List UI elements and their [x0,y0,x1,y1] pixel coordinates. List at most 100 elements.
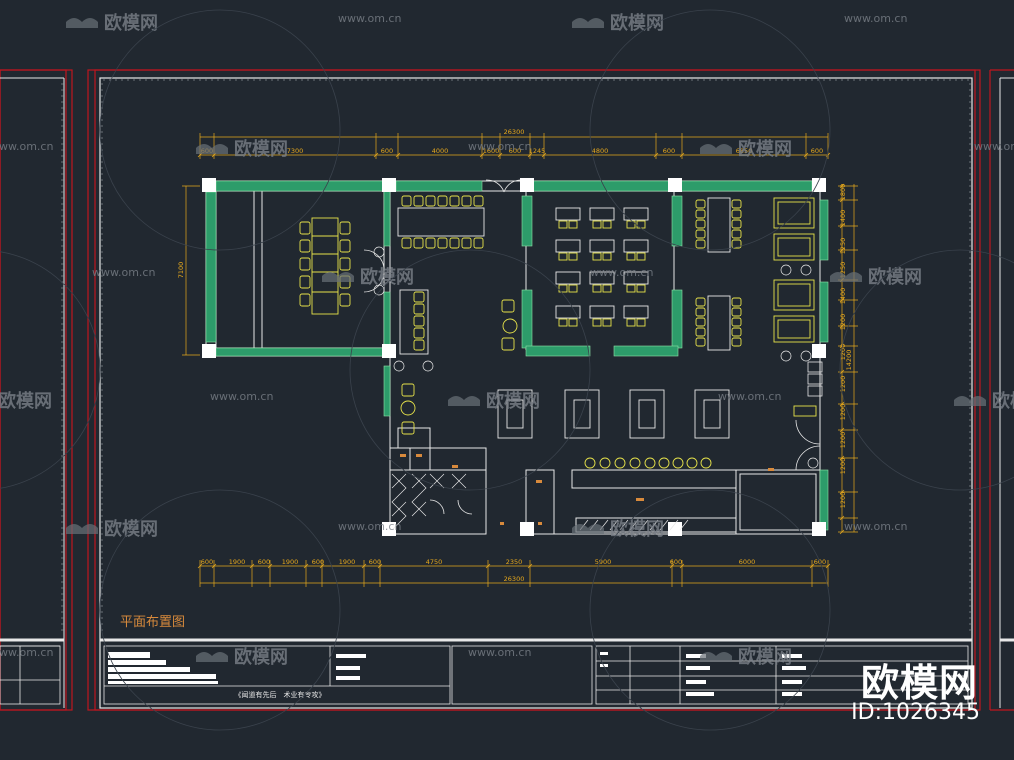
svg-text:欧模网: 欧模网 [486,390,540,412]
dim-top-label: 600 [811,147,823,155]
site-logo: 欧模网 [860,661,978,705]
dim-right-label: 1250 [839,262,847,279]
svg-text:欧模网: 欧模网 [0,390,52,412]
dimension-lines [185,136,855,584]
watermark-url: www.om.cn [468,646,531,659]
watermark-url: www.om.cn [590,266,653,279]
watermark-url: www.om.cn [0,140,53,153]
dim-right-label: 1250 [839,238,847,255]
watermark-brand: 欧模网 [0,390,52,412]
dim-overall-top: 26300 [504,128,525,136]
dim-right-label: 1400 [839,210,847,227]
drawing-title: 平面布置图 [120,615,185,630]
dim-right-total: 14200 [845,350,853,371]
watermark-url: www.om.cn [338,12,401,25]
dim-bottom-label: 1900 [229,558,246,566]
svg-text:欧模网: 欧模网 [610,518,664,540]
dim-overall-bottom: 26300 [504,575,525,583]
furniture [311,197,817,469]
svg-text:欧模网: 欧模网 [104,12,158,34]
dim-top-label: 4800 [592,147,609,155]
model-id: ID:1026345 [851,700,980,725]
watermark-brand: 欧模网 [448,390,540,412]
dim-top-label: 6850 [736,147,753,155]
dim-right-label: 1200 [839,376,847,393]
title-block-fill [108,652,806,696]
dim-bottom-label: 2350 [506,558,523,566]
watermark-url: www.om.cn [844,12,907,25]
dim-bottom-label: 600 [369,558,381,566]
watermark-brand: 欧模网 [572,518,664,540]
dim-top-label: 600 [509,147,521,155]
dim-right-label: 1400 [839,288,847,305]
svg-text:欧模网: 欧模网 [234,138,288,160]
watermark-url: www.om.cn [210,390,273,403]
watermark-brand: 欧模网 [572,12,664,34]
dim-bottom-label: 6000 [739,558,756,566]
title-block [0,645,969,705]
dim-right-label: 1200 [839,404,847,421]
svg-text:欧模网: 欧模网 [738,138,792,160]
dim-right-labels: 1800 1400 1250 1250 1400 1200 1200 1200 1200 1200… [839,184,847,509]
glass-partitions [205,180,829,531]
hatches [391,473,689,531]
watermark-brand: 欧模网 [322,266,414,288]
dimension-ticks [182,133,858,587]
watermark-brand: 欧模网 [700,646,792,668]
watermark-brand: 欧模网 [196,138,288,160]
svg-text:欧模网: 欧模网 [738,646,792,668]
watermark-url: www.om.cn [0,646,53,659]
dim-right-label: 1200 [839,344,847,361]
svg-text:欧模网: 欧模网 [234,646,288,668]
dim-top-label: 1245 [529,147,546,155]
dim-bottom-label: 600 [670,558,682,566]
dim-bottom-label: 4750 [426,558,443,566]
dim-top-label: 4000 [432,147,449,155]
walls [205,180,821,535]
dim-right-label: 1200 [839,492,847,509]
structural-columns [202,178,826,536]
watermark-url: www.om.cn [844,520,907,533]
dim-bottom-label: 5900 [595,558,612,566]
dim-bottom-label: 600 [201,558,213,566]
title-block-slogan: 《闻道有先后 术业有专攻》 [235,690,326,699]
dim-top-label: 1600 [483,147,500,155]
dim-bottom-label: 600 [258,558,270,566]
watermark-url: www.om.cn [718,390,781,403]
watermark-url: www.om.cn [92,266,155,279]
sheet-frames [0,69,1014,711]
plants [373,246,819,469]
dimension-labels: 26300 26300 [504,128,525,583]
watermark-brand: 欧模网 [830,266,922,288]
svg-text:欧模网: 欧模网 [360,266,414,288]
dim-top-label: 600 [381,147,393,155]
dim-top-label: 600 [663,147,675,155]
dim-right-label: 1200 [839,314,847,331]
dim-bottom-labels: 600 1900 600 1900 600 1900 600 4750 2350 5900 600 6… [201,558,826,566]
dim-bottom-label: 1900 [339,558,356,566]
watermark-url: www.om.cn [974,140,1014,153]
svg-text:欧模网: 欧模网 [868,266,922,288]
dim-left: 7100 [177,262,185,279]
doors [363,179,821,515]
watermark-brand: 欧模网 [954,390,1014,412]
watermark-brand: 欧模网 [196,646,288,668]
svg-text:欧模网: 欧模网 [610,12,664,34]
svg-text:欧模网: 欧模网 [992,390,1014,412]
small-marks [400,454,774,525]
watermarks: 欧模网欧模网欧模网欧模网欧模网欧模网欧模网欧模网欧模网欧模网欧模网欧模网欧模网w… [0,9,1014,731]
dim-right-label: 1200 [839,432,847,449]
watermark-url: www.om.cn [468,140,531,153]
ruler-ticks [61,78,972,631]
dim-right-label: 1800 [839,184,847,201]
chairs [299,195,742,435]
dim-bottom-label: 1900 [282,558,299,566]
dim-right-label: 1200 [839,458,847,475]
workstation-desks [555,207,649,327]
dim-bottom-label: 600 [312,558,324,566]
watermark-brand: 欧模网 [66,518,158,540]
watermark-brand: 欧模网 [700,138,792,160]
watermark-brand: 欧模网 [66,12,158,34]
